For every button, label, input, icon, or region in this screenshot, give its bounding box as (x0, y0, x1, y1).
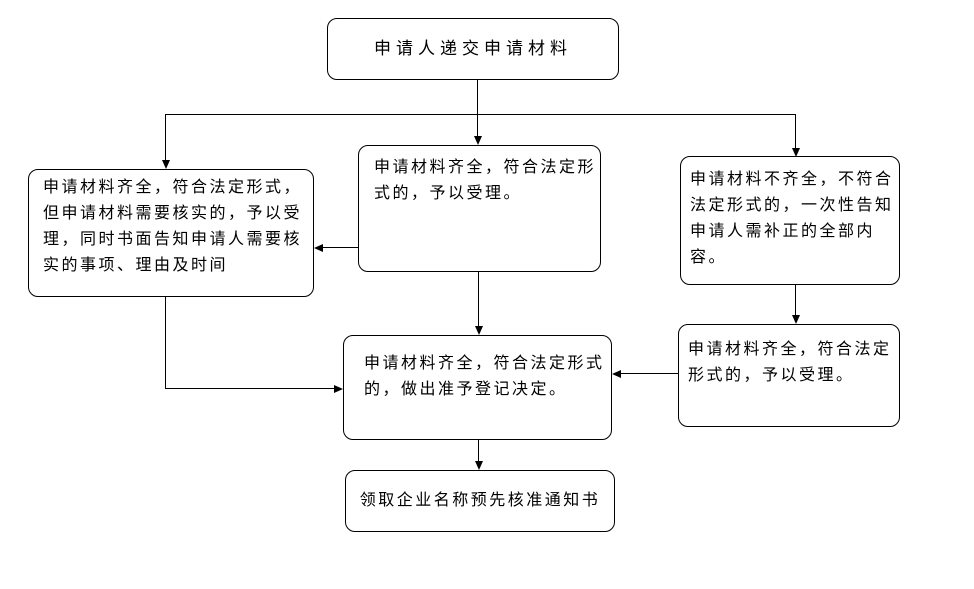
edge-rail-to-verify-line (165, 114, 166, 161)
node-accept-with-verification: 申请材料齐全，符合法定形式， 但申请材料需要核实的，予以受 理，同时书面告知申请… (28, 169, 314, 297)
arrowhead-right-decision-icon (334, 385, 343, 393)
arrowhead-down-fix-icon (792, 315, 800, 324)
arrowhead-down-incomplete-icon (792, 148, 800, 157)
node-incomplete-notify: 申请材料不齐全，不符合 法定形式的，一次性告知 申请人需补正的全部内 容。 (680, 156, 900, 285)
edge-decision-to-finish-line (478, 440, 479, 462)
node-accept-after-correction: 申请材料齐全，符合法定 形式的，予以受理。 (678, 324, 900, 427)
arrowhead-down-decision-icon (475, 326, 483, 335)
edge-verify-down-line (165, 297, 166, 388)
edge-rail-to-accept-line (477, 114, 478, 137)
node-approve-registration: 申请材料齐全，符合法定形式 的，做出准予登记决定。 (343, 335, 612, 440)
node-submit-application: 申请人递交申请材料 (327, 18, 619, 80)
arrowhead-left-verify-icon (314, 244, 323, 252)
edge-accept-to-verify-line (323, 247, 358, 248)
arrowhead-down-finish-icon (475, 461, 483, 470)
edge-accept-to-decision-line (478, 272, 479, 327)
edge-start-down-line (477, 80, 478, 115)
node-receive-notice: 领取企业名称预先核准通知书 (345, 470, 615, 532)
node-accept-complete: 申请材料齐全，符合法定形 式的，予以受理。 (358, 145, 601, 272)
edge-incomplete-to-fix-line (795, 285, 796, 316)
arrowhead-down-accept-icon (474, 136, 482, 145)
edge-rail-to-incomplete-line (795, 114, 796, 149)
arrowhead-left-decision-icon (612, 370, 621, 378)
arrowhead-down-verify-icon (162, 160, 170, 169)
edge-fix-to-decision-line (621, 373, 678, 374)
edge-branch-rail-line (165, 114, 796, 115)
edge-verify-to-decision-line (165, 388, 334, 389)
